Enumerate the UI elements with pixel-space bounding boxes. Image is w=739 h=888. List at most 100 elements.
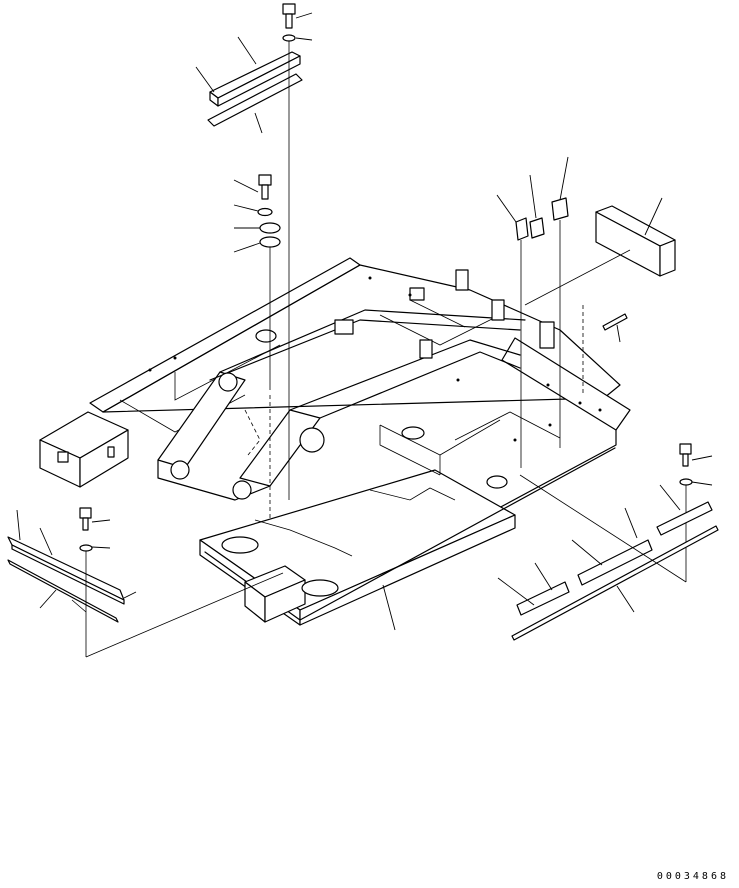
left-block-side [80, 430, 128, 487]
deck-hole [302, 580, 338, 596]
bolt-shank [83, 518, 88, 530]
leader-line [296, 13, 312, 18]
leader-line [124, 592, 136, 598]
left-block-tab [58, 452, 68, 462]
frame-partition [380, 425, 440, 475]
leader-line [296, 38, 312, 40]
assembly-line [72, 600, 86, 612]
bracket-hole [233, 481, 251, 499]
left-cover-assembly [8, 508, 283, 657]
leader-line [498, 578, 534, 605]
washer [80, 545, 92, 551]
bracket-hole [300, 428, 324, 452]
leader-line [92, 547, 110, 548]
left-block-tab [108, 447, 114, 457]
front-block-side [265, 580, 305, 622]
leader-line [692, 456, 712, 460]
hidden-line [245, 410, 260, 455]
leader-line [645, 198, 662, 235]
bolt-shank [262, 185, 268, 199]
deck-hole [222, 537, 258, 553]
cover-strip [8, 560, 118, 622]
bolt-head [680, 444, 691, 454]
leader-line [617, 586, 634, 612]
cable-path [255, 520, 352, 556]
leader-line [238, 37, 256, 64]
cover-plate [517, 582, 569, 615]
main-frame-part [40, 258, 630, 625]
standoff [420, 340, 432, 358]
leader-line [234, 243, 260, 252]
right-cover-assembly [498, 444, 718, 640]
leader-line [234, 180, 258, 192]
upper-right-parts [497, 157, 675, 468]
leader-line [40, 590, 56, 608]
washer [283, 35, 295, 41]
washer [680, 479, 692, 485]
standoff [335, 320, 353, 334]
bracket-hole [219, 373, 237, 391]
leader-line [530, 175, 536, 218]
cover-plate-side [218, 56, 300, 106]
top-cover-assembly [196, 4, 312, 500]
assembly-line [525, 250, 630, 305]
assembly-line [86, 573, 283, 657]
frame-partition [380, 420, 500, 455]
rubber-block [530, 218, 544, 238]
frame-partition [455, 412, 560, 440]
frame-beam [320, 352, 520, 418]
washer [258, 209, 272, 216]
frame-partition [175, 345, 280, 400]
deck-hole [256, 330, 276, 342]
bolt-head [80, 508, 91, 518]
plate [260, 223, 280, 233]
cover-plate [210, 52, 300, 98]
bolt-head [283, 4, 295, 14]
leader-line [535, 563, 552, 590]
leader-line [234, 205, 258, 211]
frame-underbody-rail [205, 448, 615, 620]
bracket-hole [171, 461, 189, 479]
standoff [410, 288, 424, 300]
cover-plate [578, 540, 652, 585]
leader-line [255, 113, 262, 133]
boom-bracket-base [158, 460, 270, 500]
standoff [540, 322, 554, 348]
deck-hole [402, 427, 424, 439]
cover-block [657, 502, 712, 535]
cover-gasket [208, 74, 302, 126]
standoff [456, 270, 468, 290]
leader-line [196, 67, 214, 92]
leader-line [40, 528, 52, 555]
middle-fastener-stack [234, 175, 280, 390]
leader-line [660, 485, 680, 510]
rubber-block [516, 218, 528, 240]
insulation-pad-side [660, 240, 675, 276]
frame-partition [380, 315, 500, 345]
leader-line [383, 585, 395, 630]
cover-plate-edge [12, 545, 124, 604]
frame-partition [410, 300, 465, 327]
leader-line [92, 520, 110, 522]
frame-beam [290, 340, 520, 410]
bolt-head [259, 175, 271, 185]
frame-beam [210, 320, 520, 380]
frame-beam [220, 310, 525, 372]
rubber-block [552, 198, 568, 220]
deck-hole [487, 476, 507, 488]
drawing-number: 00034868 [656, 871, 729, 882]
bolt-shank [683, 454, 688, 466]
plate [260, 237, 280, 247]
leader-line [692, 482, 712, 485]
leader-line [497, 195, 516, 222]
leader-line [617, 325, 620, 342]
long-cover-strip [512, 526, 718, 640]
standoff [492, 300, 504, 320]
assembly-line [520, 475, 686, 582]
leader-line [560, 157, 568, 200]
leader-line [17, 510, 20, 540]
leader-line [572, 540, 602, 565]
bolt-shank [286, 14, 292, 28]
